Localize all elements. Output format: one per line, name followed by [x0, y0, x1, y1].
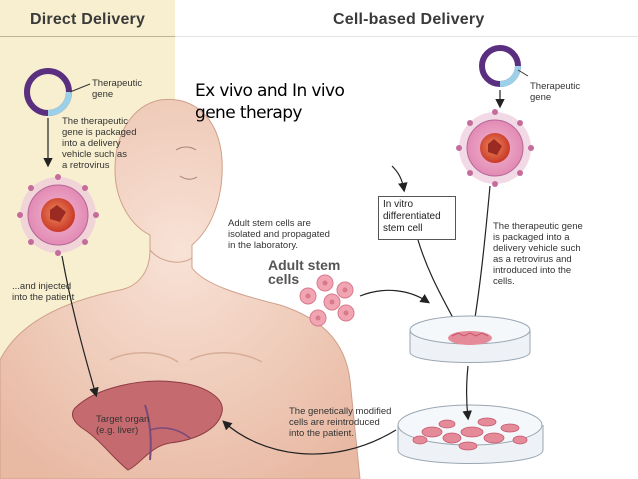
adult-stem-cells-label: Adult stem cells: [268, 257, 341, 287]
packaged-caption-right: The therapeutic gene is packaged into a …: [493, 221, 583, 287]
retrovirus-left: [17, 174, 99, 256]
liver-organ: [72, 380, 223, 471]
injected-caption: ...and injected into the patient: [12, 281, 75, 303]
title-line-2: gene therapy: [195, 103, 302, 123]
header-rule-left: [0, 36, 175, 37]
isolated-caption: Adult stem cells are isolated and propag…: [228, 218, 330, 251]
adult-stem-cells: [299, 274, 355, 327]
in-vitro-box: In vitro differentiated stem cell: [378, 196, 456, 240]
patient-figure: [0, 98, 361, 479]
therapeutic-gene-label-right: Therapeutic gene: [530, 81, 581, 103]
header-rule-right: [175, 36, 638, 37]
target-organ-label: Target organ (e.g. liver): [96, 414, 150, 436]
cell-delivery-header: Cell-based Delivery: [333, 11, 485, 28]
plasmid-left: [24, 68, 72, 116]
reintroduced-caption: The genetically modified cells are reint…: [289, 406, 392, 439]
therapeutic-gene-label-left: Therapeutic gene: [92, 78, 143, 100]
direct-delivery-header: Direct Delivery: [30, 11, 146, 28]
title-line-1: Ex vivo and In vivo: [195, 81, 345, 101]
petri-dish-top: [409, 315, 531, 363]
slide-title: Ex vivo and In vivo gene therapy: [195, 80, 345, 124]
retrovirus-right: [456, 109, 534, 187]
petri-dish-bottom: [397, 404, 544, 464]
packaged-caption-left: The therapeutic gene is packaged into a …: [62, 116, 137, 171]
plasmid-right: [479, 45, 521, 87]
